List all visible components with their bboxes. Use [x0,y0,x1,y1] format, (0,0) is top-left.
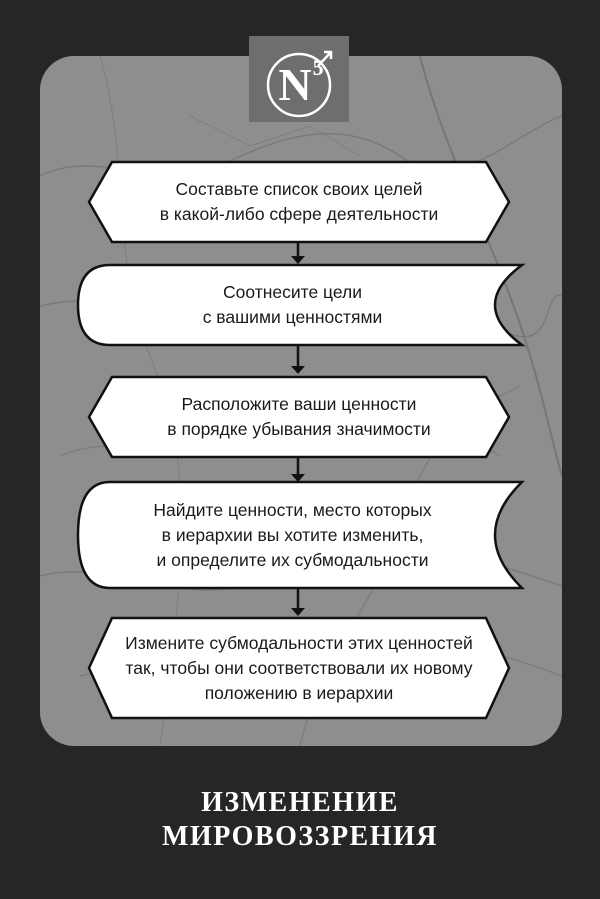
step-2-line-1: Соотнесите цели [222,282,363,302]
step-1-line-2: в какой-либо сфере деятельности [159,204,439,224]
step-2-line-2: с вашими ценностями [202,307,383,327]
step-3-line-1: Расположите ваши ценности [181,394,417,414]
step-1-text: Составьте список своих целей в какой-либ… [110,162,488,242]
arrow-4-head-icon [291,608,305,616]
page-title: ИЗМЕНЕНИЕ МИРОВОЗЗРЕНИЯ [0,786,600,854]
step-5-line-3: положению в иерархии [204,682,394,703]
title-line-1: ИЗМЕНЕНИЕ [201,787,399,818]
step-2-text: Соотнесите цели с вашими ценностями [100,265,485,345]
step-4-line-1: Найдите ценности, место которых [153,499,432,520]
step-4-line-3: и определите их субмодальности [156,549,429,570]
badge-arrow-icon [317,50,333,67]
step-5-text: Измените субмодальности этих ценностей т… [100,618,498,718]
step-2-shape [76,263,526,347]
badge-circle [266,52,332,118]
step-5-line-1: Измените субмодальности этих ценностей [125,632,473,653]
step-4-line-2: в иерархии вы хотите изменить, [161,524,424,545]
step-1-line-1: Составьте список своих целей [175,179,423,199]
arrow-1-head-icon [291,256,305,264]
badge-box [249,36,349,122]
step-5-line-2: так, чтобы они соответствовали их новому [125,657,473,678]
step-3-shape [87,375,511,459]
step-4-shape [76,480,526,590]
title-line-2: МИРОВОЗЗРЕНИЯ [162,821,438,852]
arrow-2-head-icon [291,366,305,374]
step-4-text: Найдите ценности, место которых в иерарх… [100,482,485,588]
step-3-text: Расположите ваши ценности в порядке убыв… [110,377,488,457]
step-1-shape [87,160,511,244]
step-5-shape [87,616,511,720]
step-3-line-2: в порядке убывания значимости [167,419,431,439]
arrow-3-head-icon [291,474,305,482]
